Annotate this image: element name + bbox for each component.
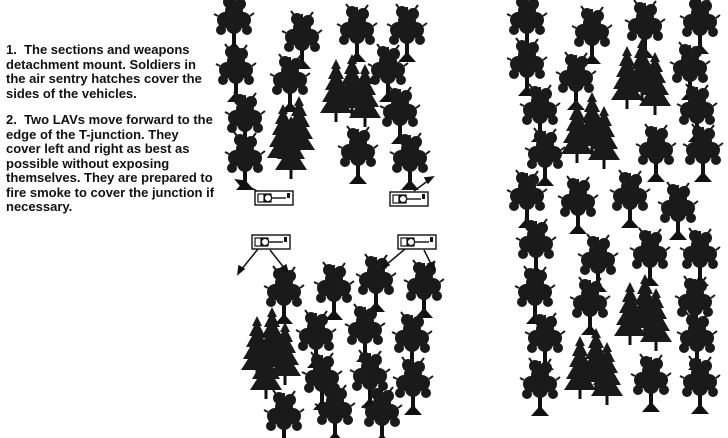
tree-icon [609, 169, 651, 229]
tree-icon [682, 123, 724, 183]
step-2: 2. Two LAVs move forward to the edge of … [6, 112, 216, 215]
step-text: Two LAVs move forward to the edge of the… [6, 112, 215, 214]
arrow-icon [234, 176, 435, 276]
tree-icon [519, 357, 561, 417]
step-number: 2. [6, 112, 17, 127]
tree-icon [679, 355, 721, 415]
conifer-cluster-icon [241, 307, 301, 399]
lav-vehicle-icon [254, 190, 294, 206]
tree-icon [569, 276, 611, 336]
step-1: 1. The sections and weapons detachment m… [6, 42, 216, 101]
step-text: The sections and weapons detachment moun… [6, 42, 202, 101]
instruction-notes: 1. The sections and weapons detachment m… [6, 42, 216, 227]
lav-vehicle-icon [397, 234, 437, 250]
tree-icon [403, 259, 445, 319]
tree-icon [337, 125, 379, 185]
woodland-left-top [213, 0, 431, 191]
tree-icon [557, 175, 599, 235]
tree-icon [514, 265, 556, 325]
step-number: 1. [6, 42, 17, 57]
tree-icon [213, 0, 255, 53]
conifer-cluster-icon [561, 92, 620, 169]
conifer-cluster-icon [564, 328, 623, 405]
tree-icon [630, 353, 672, 413]
woodland-right [506, 0, 724, 417]
tree-icon [635, 123, 677, 183]
tree-icon [336, 3, 378, 63]
tree-icon [629, 227, 671, 287]
tree-icon [224, 131, 266, 191]
lav-vehicle-icon [251, 234, 291, 250]
tree-icon [571, 5, 613, 65]
conifer-cluster-icon [614, 274, 672, 351]
lav-vehicle-icon [389, 191, 429, 207]
conifer-cluster-icon [611, 38, 671, 115]
tree-icon [355, 253, 397, 313]
tree-icon [263, 389, 305, 438]
tree-icon [313, 261, 355, 321]
